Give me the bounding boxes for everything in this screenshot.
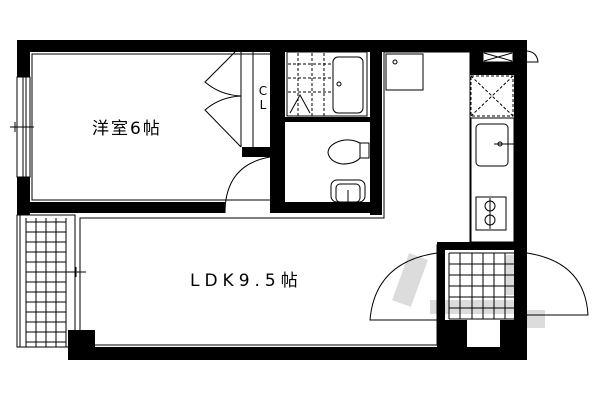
- vent: [482, 50, 539, 63]
- bathtub: [286, 51, 368, 117]
- closet-label-l: L: [259, 98, 267, 112]
- ldk-outline: [79, 51, 471, 346]
- closet-doors[interactable]: [204, 51, 254, 148]
- room-door[interactable]: [224, 156, 271, 214]
- room-label-ldk: LDK9.5帖: [190, 271, 303, 291]
- closet-label-c: C: [258, 84, 268, 98]
- washing-machine-space: [385, 53, 424, 91]
- room-label-western: 洋室6帖: [92, 119, 162, 139]
- window-left: [10, 76, 34, 178]
- refrigerator-space: [470, 75, 514, 117]
- toilet: [327, 139, 370, 203]
- entrance[interactable]: [369, 252, 589, 321]
- balcony: [16, 214, 86, 348]
- kitchen-counter: [470, 117, 516, 243]
- walls: [17, 40, 527, 360]
